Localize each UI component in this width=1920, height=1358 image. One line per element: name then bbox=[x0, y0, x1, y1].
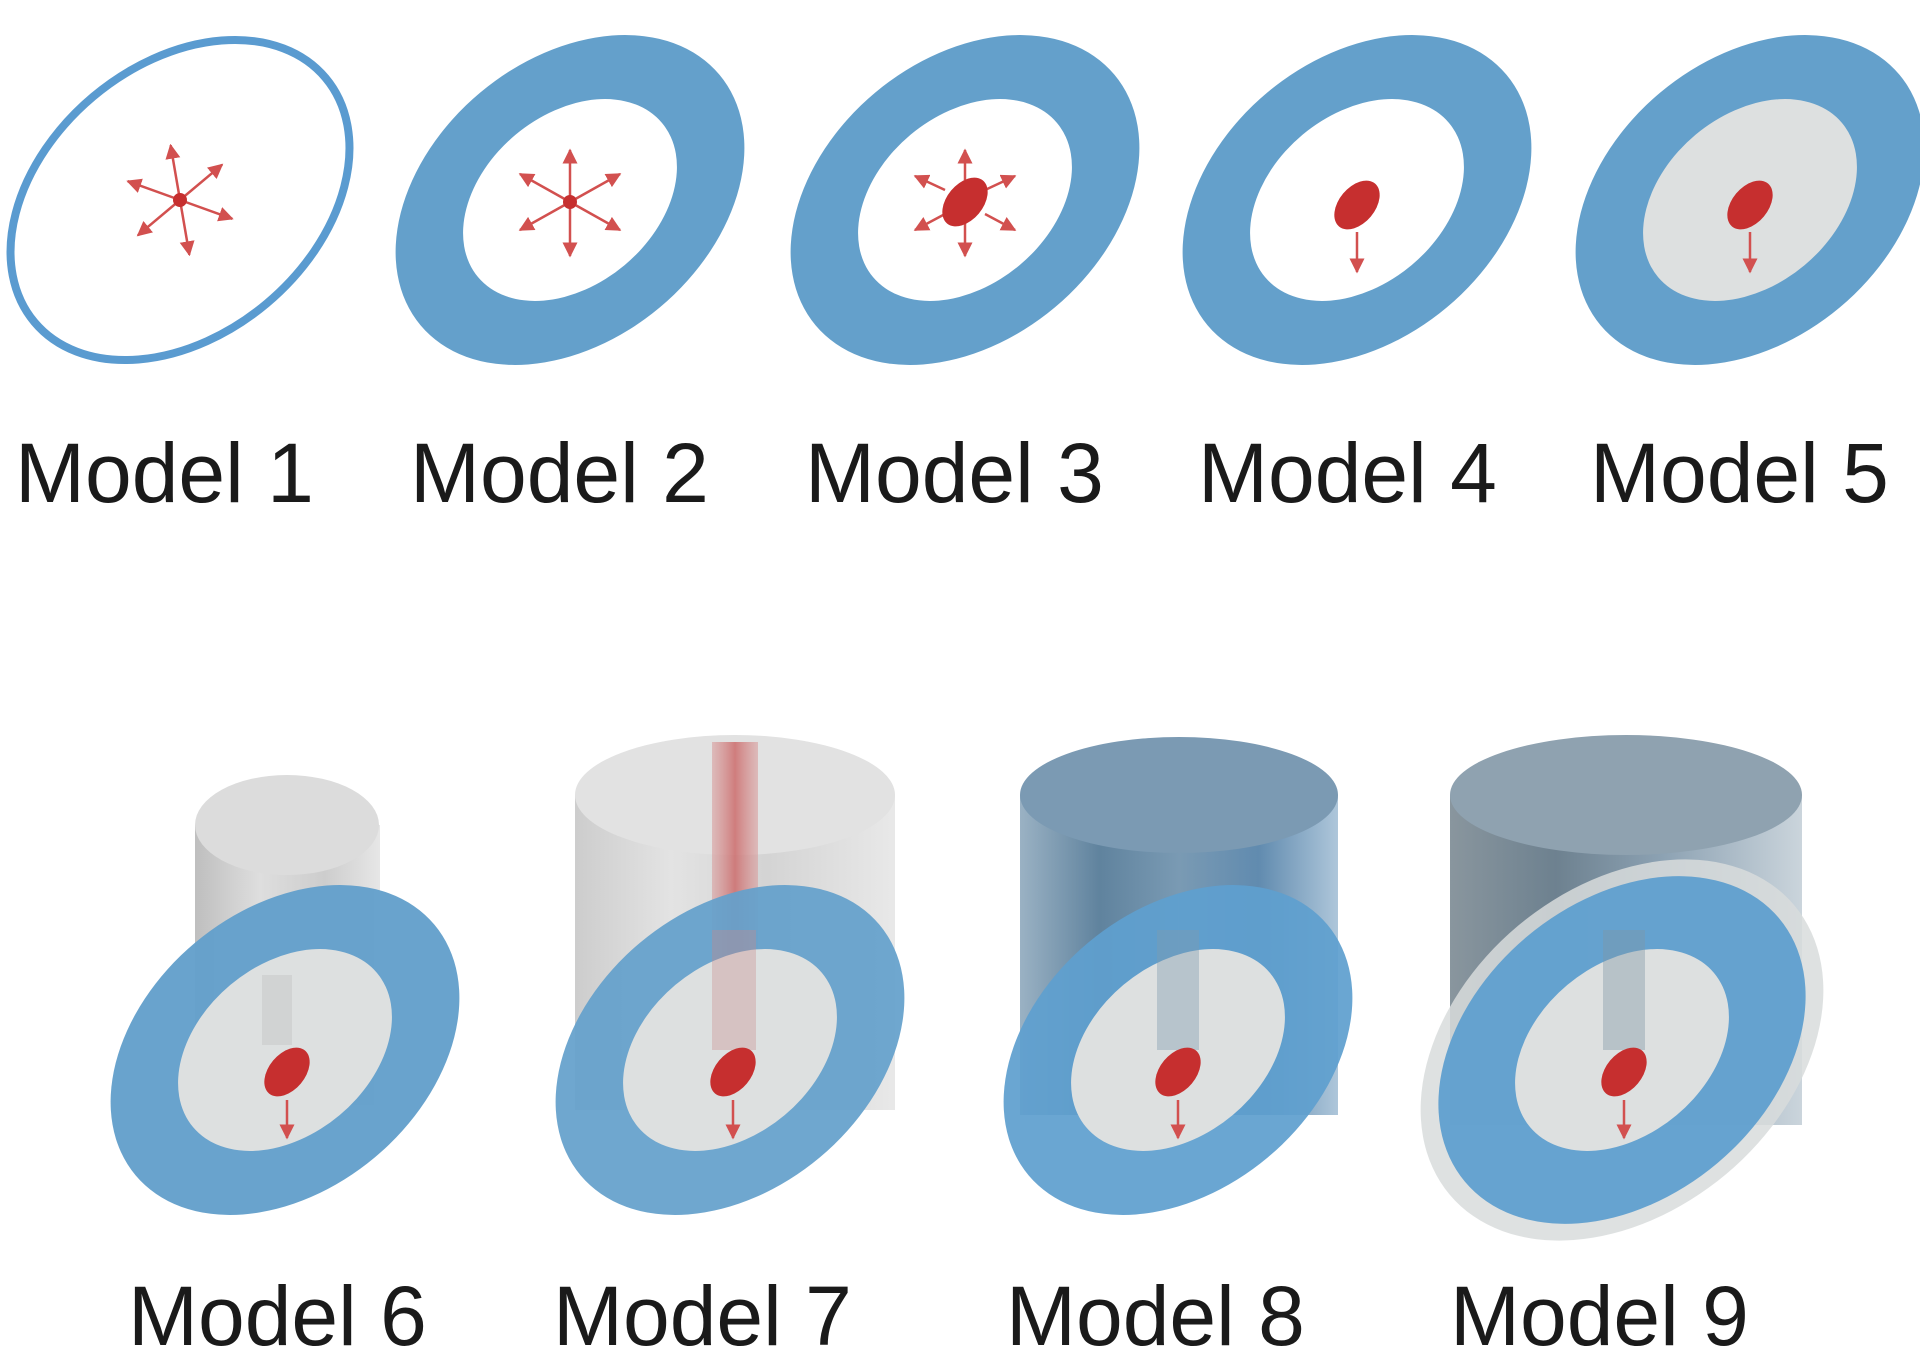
inner-region bbox=[1515, 949, 1729, 1151]
radiating-arrows bbox=[518, 148, 622, 258]
elliptical-source bbox=[1601, 1047, 1647, 1097]
source-column bbox=[1603, 930, 1645, 1050]
source-column bbox=[712, 930, 756, 1050]
model-5-label: Model 5 bbox=[1590, 426, 1889, 520]
model-1-label: Model 1 bbox=[15, 426, 314, 520]
model-2-label: Model 2 bbox=[410, 426, 709, 520]
model-3-label: Model 3 bbox=[805, 426, 1104, 520]
inner-region bbox=[623, 949, 837, 1151]
radiating-arrows bbox=[913, 148, 1017, 258]
model-8-label: Model 8 bbox=[1006, 1269, 1305, 1358]
source-column bbox=[262, 975, 292, 1045]
radiating-arrows bbox=[126, 143, 234, 257]
model-4-label: Model 4 bbox=[1198, 426, 1497, 520]
elliptical-source bbox=[1727, 180, 1773, 230]
model-4 bbox=[1182, 35, 1532, 365]
model-7 bbox=[555, 735, 905, 1215]
inner-region bbox=[178, 949, 392, 1151]
ring-outline bbox=[6, 35, 354, 365]
model-7-label: Model 7 bbox=[553, 1269, 852, 1358]
model-6 bbox=[110, 775, 460, 1215]
point-source bbox=[563, 195, 577, 209]
elliptical-source bbox=[710, 1047, 756, 1097]
model-8 bbox=[1003, 737, 1353, 1215]
point-source bbox=[173, 193, 187, 207]
model-5 bbox=[1575, 35, 1920, 365]
model-2 bbox=[395, 35, 745, 365]
model-3 bbox=[790, 35, 1140, 365]
elliptical-source bbox=[1155, 1047, 1201, 1097]
model-6-label: Model 6 bbox=[128, 1269, 427, 1358]
model-9-label: Model 9 bbox=[1450, 1269, 1749, 1358]
elliptical-source bbox=[942, 177, 988, 227]
elliptical-source bbox=[264, 1047, 310, 1097]
source-column bbox=[1157, 930, 1199, 1050]
elliptical-source bbox=[1334, 180, 1380, 230]
model-9 bbox=[1420, 735, 1824, 1241]
model-1 bbox=[6, 35, 354, 365]
